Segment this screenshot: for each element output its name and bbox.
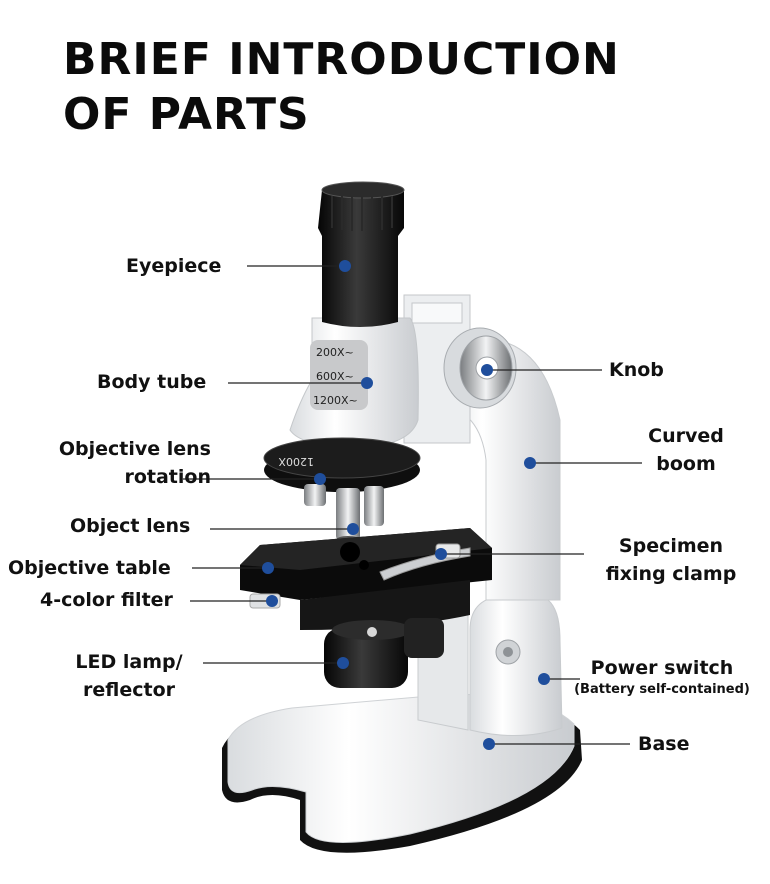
stage-holder bbox=[300, 580, 470, 630]
label-power-switch: Power switch (Battery self-contained) bbox=[560, 654, 764, 698]
label-base: Base bbox=[638, 733, 690, 755]
label-power-note: (Battery self-contained) bbox=[574, 682, 750, 697]
label-objective-table: Objective table bbox=[8, 557, 171, 579]
marker-boom bbox=[524, 457, 536, 469]
marker-objective-table bbox=[262, 562, 274, 574]
marker-clamp bbox=[435, 548, 447, 560]
marker-knob bbox=[481, 364, 493, 376]
marker-power bbox=[538, 673, 550, 685]
marker-led bbox=[337, 657, 349, 669]
objective-lenses bbox=[304, 484, 384, 544]
label-eyepiece: Eyepiece bbox=[126, 255, 222, 277]
page-title: BRIEF INTRODUCTION OF PARTS bbox=[63, 32, 620, 142]
label-body-tube: Body tube bbox=[97, 371, 207, 393]
label-object-lens: Object lens bbox=[70, 515, 191, 537]
turret-shape: 1200X bbox=[263, 437, 421, 492]
mark-200x: 200X~ bbox=[316, 346, 354, 359]
mark-1200x: 1200X~ bbox=[313, 394, 358, 407]
marker-base bbox=[483, 738, 495, 750]
label-led-lamp: LED lamp/ reflector bbox=[75, 651, 183, 701]
label-color-filter: 4-color filter bbox=[40, 589, 173, 611]
turret-mark: 1200X bbox=[278, 455, 314, 468]
led-lamp-shape bbox=[324, 618, 444, 688]
marker-dots bbox=[262, 260, 550, 750]
marker-object-lens bbox=[347, 523, 359, 535]
label-specimen-clamp: Specimen fixing clamp bbox=[605, 535, 737, 585]
label-curved-boom: Curved boom bbox=[648, 425, 724, 475]
marker-color-filter bbox=[266, 595, 278, 607]
leader-lines bbox=[183, 265, 642, 745]
marker-eyepiece bbox=[339, 260, 351, 272]
mark-600x: 600X~ bbox=[316, 370, 354, 383]
marker-objective-rotation bbox=[314, 473, 326, 485]
title-line-2: OF PARTS bbox=[63, 89, 310, 140]
eyepiece-shape bbox=[318, 181, 405, 327]
label-objective-rotation: Objective lens rotation bbox=[58, 438, 211, 488]
label-knob: Knob bbox=[609, 359, 664, 381]
title-line-1: BRIEF INTRODUCTION bbox=[63, 34, 620, 85]
marker-body-tube bbox=[361, 377, 373, 389]
